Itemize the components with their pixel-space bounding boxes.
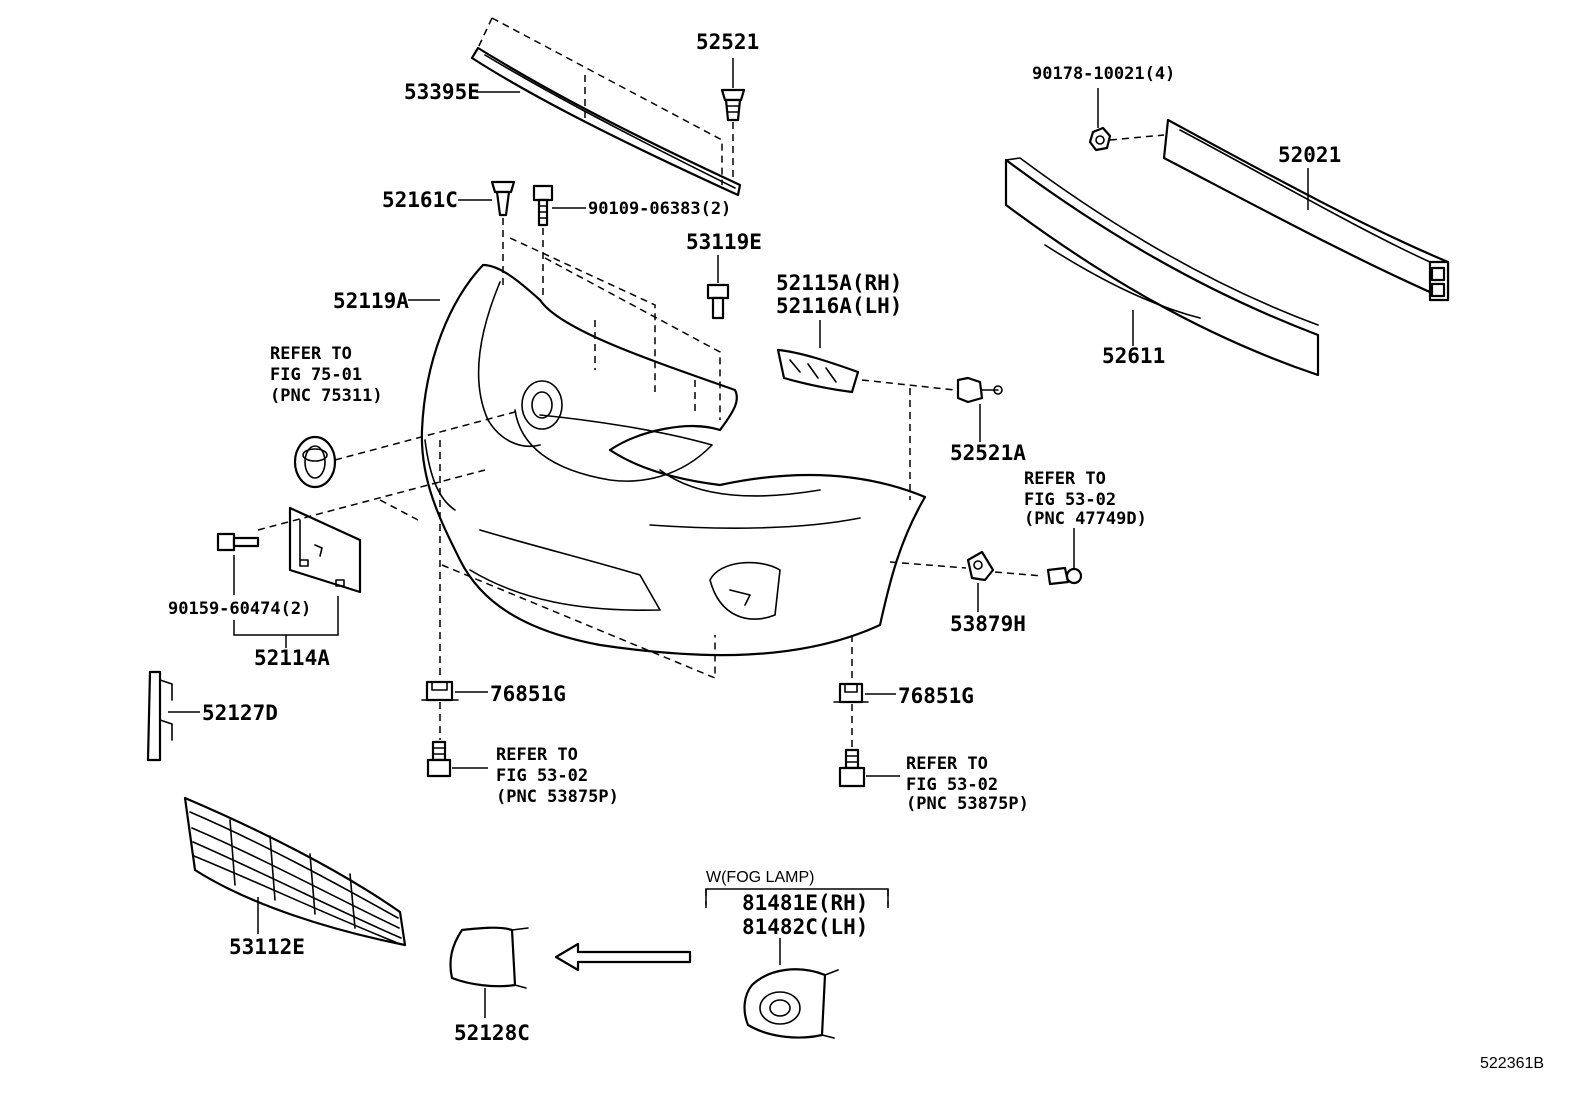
label-52611: 52611: [1102, 344, 1165, 368]
clip-part-53879H[interactable]: [966, 550, 995, 582]
label-90109-06383: 90109-06383(2): [588, 199, 731, 219]
svg-text:(PNC 47749D): (PNC 47749D): [1024, 509, 1147, 529]
fog-cover-part-52128C[interactable]: [449, 926, 529, 989]
svg-text:REFER TO: REFER TO: [496, 745, 578, 765]
label-52127D: 52127D: [202, 701, 278, 725]
note-fog-lamp: W(FOG LAMP): [706, 869, 814, 886]
label-53395E: 53395E: [404, 80, 480, 104]
bracket-part-52127D[interactable]: [146, 670, 173, 762]
label-76851G-left: 76851G: [490, 682, 566, 706]
label-90159-60474: 90159-60474(2): [168, 599, 311, 619]
label-90178-10021: 90178-10021(4): [1032, 64, 1175, 84]
label-76851G-right: 76851G: [898, 684, 974, 708]
refer-note-clip: REFER TO FIG 53-02 (PNC 47749D): [1024, 469, 1147, 529]
svg-text:REFER TO: REFER TO: [906, 754, 988, 774]
label-81481E: 81481E(RH): [742, 891, 868, 915]
label-81482C: 81482C(LH): [742, 915, 868, 939]
svg-text:FIG 53-02: FIG 53-02: [906, 775, 998, 795]
seal-part-53395E[interactable]: [470, 46, 742, 197]
label-52521A: 52521A: [950, 441, 1026, 465]
refer-note-bolt-left: REFER TO FIG 53-02 (PNC 53875P): [496, 745, 619, 807]
bolt-part-90159-60474[interactable]: [216, 532, 260, 552]
svg-text:FIG 53-02: FIG 53-02: [1024, 490, 1116, 510]
reinforcement-part-52021[interactable]: [1162, 118, 1450, 302]
screw-part-53119E[interactable]: [706, 283, 730, 320]
label-52021: 52021: [1278, 143, 1341, 167]
svg-text:FIG 75-01: FIG 75-01: [270, 365, 362, 385]
grille-part-53112E[interactable]: [183, 796, 407, 947]
label-52161C: 52161C: [382, 188, 458, 212]
svg-text:REFER TO: REFER TO: [270, 344, 352, 364]
license-bracket-part-52114A[interactable]: [288, 506, 362, 594]
fog-lamp-part-81481E-81482C[interactable]: [743, 968, 839, 1039]
label-52115A: 52115A(RH): [776, 271, 902, 295]
diagram-code: 522361B: [1480, 1055, 1544, 1072]
refer-note-emblem: REFER TO FIG 75-01 (PNC 75311): [270, 344, 383, 406]
absorber-part-52611[interactable]: [1004, 157, 1320, 377]
label-53112E: 53112E: [229, 935, 305, 959]
label-52119A: 52119A: [333, 289, 409, 313]
clip-refer-47749D[interactable]: [1046, 566, 1083, 586]
nut-part-76851G-left[interactable]: [421, 680, 459, 702]
svg-text:REFER TO: REFER TO: [1024, 469, 1106, 489]
clip-part-52521[interactable]: [720, 88, 746, 122]
label-52116A: 52116A(LH): [776, 294, 902, 318]
bumper-cover-part-52119A[interactable]: [420, 263, 927, 657]
bolt-refer-53875P-right[interactable]: [838, 748, 866, 788]
direction-arrow: [554, 942, 692, 972]
label-52128C: 52128C: [454, 1021, 530, 1045]
refer-note-bolt-right: REFER TO FIG 53-02 (PNC 53875P): [906, 754, 1029, 814]
label-52521: 52521: [696, 30, 759, 54]
bolt-refer-53875P-left[interactable]: [426, 740, 452, 778]
retainer-part-52115A-52116A[interactable]: [776, 348, 860, 394]
label-53879H: 53879H: [950, 612, 1026, 636]
emblem-refer-75311[interactable]: [293, 435, 337, 489]
svg-text:FIG 53-02: FIG 53-02: [496, 766, 588, 786]
nut-part-76851G-right[interactable]: [833, 682, 869, 704]
svg-text:(PNC 53875P): (PNC 53875P): [496, 787, 619, 807]
clip-part-52521A[interactable]: [956, 376, 1003, 404]
svg-text:(PNC 75311): (PNC 75311): [270, 386, 383, 406]
label-52114A: 52114A: [254, 646, 330, 670]
svg-text:(PNC 53875P): (PNC 53875P): [906, 794, 1029, 814]
nut-part-90178-10021[interactable]: [1088, 126, 1112, 152]
label-53119E: 53119E: [686, 230, 762, 254]
clip-part-52161C[interactable]: [490, 180, 516, 217]
screw-part-90109-06383[interactable]: [532, 184, 554, 227]
